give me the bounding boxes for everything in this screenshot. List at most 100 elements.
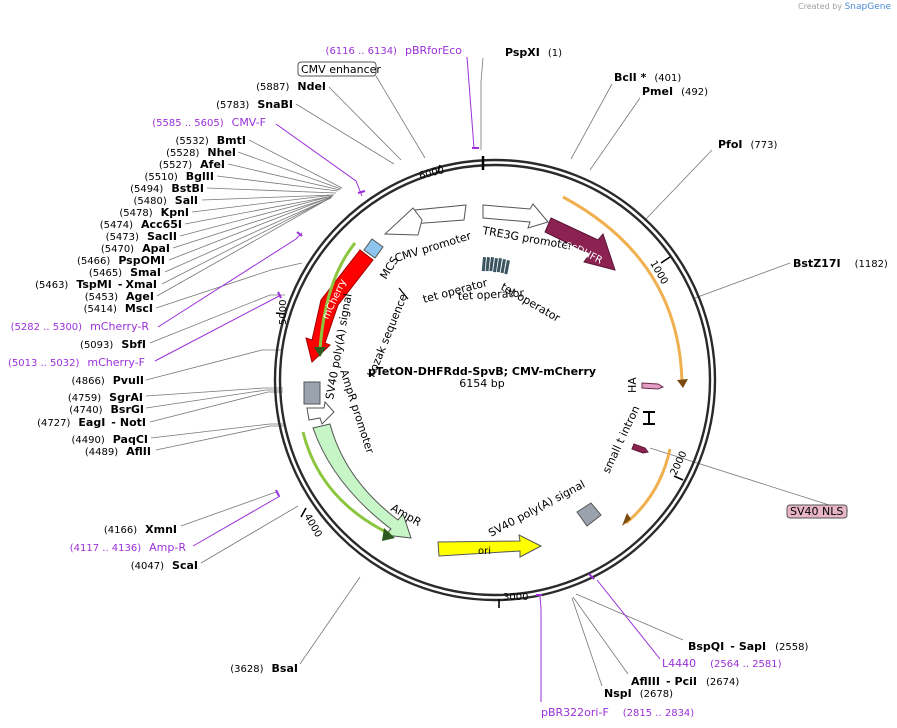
primer-line-mcherry-f: [154, 294, 282, 362]
site-bsrgi: (4740)BsrGI: [69, 403, 144, 416]
sv40-polya-right-box: [576, 502, 602, 527]
brand-prefix: Created by: [798, 2, 843, 11]
tick-2000: [673, 475, 684, 481]
site-nhei: (5528)NheI: [166, 146, 236, 159]
leader-sacii: [179, 195, 333, 237]
leader-sv40-nls: [649, 447, 849, 512]
kozak-mark: [398, 287, 409, 300]
cmv-enhancer-tag: CMV enhancer: [297, 61, 381, 77]
orange-arc-upper: [562, 195, 684, 385]
mcherry-orf-arc: [318, 242, 357, 351]
primer-pbr322ori-f: pBR322ori-F(2815 .. 2834): [541, 706, 694, 719]
leader-xmni: [180, 491, 277, 527]
label-ori: ori: [478, 546, 491, 557]
primer-labels: (6116 .. 6134)pBRforEco (5585 .. 5605)CM…: [8, 44, 782, 719]
backbone-outer: [273, 158, 717, 602]
site-snabi: (5783)SnaBI: [216, 98, 293, 111]
leader-bspqi: [575, 593, 684, 641]
tick-label-4000: 4000: [301, 512, 323, 540]
sv40-polya-left-box: [303, 381, 321, 405]
plasmid-name: pTetON-DHFRdd-SpvB; CMV-mCherry: [368, 365, 596, 378]
site-bstz17i: BstZ17I(1182): [793, 257, 888, 270]
primer-mark-mcherry-r: [296, 231, 303, 237]
label-cmv-enhancer: CMV enhancer: [301, 63, 381, 76]
nls-feature: [631, 443, 649, 454]
tick-label-5000: 5000: [278, 300, 289, 325]
ecdhfr-arrow: [544, 217, 616, 271]
leader-snabi: [295, 103, 395, 165]
primer-line-ampr: [192, 495, 281, 547]
tet-operator-block: [481, 257, 510, 275]
primer-cmvf: (5585 .. 5605)CMV-F: [152, 116, 266, 129]
site-bcli: BclI *(401): [614, 71, 681, 84]
site-pspomi: (5466)PspOMI: [77, 254, 165, 267]
leader-ndei: [328, 86, 402, 161]
backbone: [273, 156, 717, 602]
leader-paqci: [150, 423, 285, 439]
site-labels-right: PspXI(1) BclI *(401) PmeI(492) PfoI(773)…: [505, 46, 888, 700]
leader-pspxi: [480, 57, 484, 150]
site-agei: (5453)AgeI: [85, 290, 154, 303]
site-nspi: NspI(2678): [604, 687, 673, 700]
site-sbfi: (5093)SbfI: [80, 338, 146, 351]
leader-eagi: [149, 391, 283, 423]
site-bglii: (5510)BglII: [145, 170, 214, 183]
site-bspqi: BspQI-SapI(2558): [688, 640, 808, 653]
primer-marks: [275, 147, 595, 596]
cmv-promoter-arrowhead: [383, 207, 423, 236]
site-acc65i: (5474)Acc65I: [100, 218, 182, 231]
primer-line-cmvf: [275, 123, 363, 197]
leader-nspi: [571, 597, 603, 687]
site-sacii: (5473)SacII: [106, 230, 177, 243]
site-pvuii: (4866)PvuII: [71, 374, 144, 387]
site-ndei: (5887)NdeI: [256, 80, 326, 93]
primer-mcherry-f: (5013 .. 5032)mCherry-F: [8, 356, 145, 369]
site-sali: (5480)SalI: [134, 194, 198, 207]
tick-4000: [300, 507, 307, 518]
backbone-inner: [278, 163, 712, 597]
orange-arc-upper-head: [677, 379, 688, 388]
site-apai: (5470)ApaI: [101, 242, 170, 255]
ha-feature: [641, 382, 665, 390]
primer-pbrforeco: (6116 .. 6134)pBRforEco: [326, 44, 463, 57]
leader-bglii: [216, 175, 339, 192]
ampr-orf-arc: [301, 431, 391, 536]
ampr-arrow: [312, 423, 412, 539]
site-smai: (5465)SmaI: [89, 266, 161, 279]
leader-tspmi: [161, 197, 331, 285]
ori-arrow: [437, 534, 543, 558]
primer-mcherry-r: (5282 .. 5300)mCherry-R: [11, 320, 150, 333]
site-labels-left: (3628)BsaI (4047)ScaI (4166)XmnI (4489)A…: [35, 80, 326, 675]
label-sv40-polya-right: SV40 poly(A) signal: [486, 478, 587, 540]
leader-scai: [200, 505, 299, 564]
ampr-orf-arrowhead: [382, 528, 395, 541]
tick-label-2000: 2000: [669, 450, 690, 478]
site-pspxi: PspXI(1): [505, 46, 562, 59]
site-paqci: (4490)PaqCI: [72, 433, 149, 446]
primer-line-pbr322ori-f: [539, 596, 542, 702]
mcherry-orf-arrowhead: [314, 347, 326, 357]
label-ampr-promoter: AmpR promoter: [337, 368, 377, 456]
leader-pfoi: [645, 149, 713, 220]
leader-kpni: [191, 194, 334, 213]
site-aflii: (4489)AflII: [85, 445, 151, 458]
site-xmni: (4166)XmnI: [104, 523, 177, 536]
site-afliii: AflIII-PciI(2674): [631, 675, 739, 688]
site-bstbi: (5494)BstBI: [130, 182, 204, 195]
site-sgrai: (4759)SgrAI: [68, 391, 143, 404]
orange-arc-lower-head: [622, 513, 631, 526]
primer-line-l4440: [596, 579, 661, 660]
label-small-t-intron: small t intron: [600, 404, 643, 476]
primer-l4440: L4440(2564 .. 2581): [662, 657, 782, 670]
leader-bsai: [299, 576, 361, 665]
leader-cmv-enhancer: [375, 75, 426, 159]
primer-mark-mcherry-f: [277, 291, 282, 299]
leader-afei: [227, 163, 341, 191]
site-tspmi: (5463)TspMI-XmaI: [35, 278, 157, 291]
site-pfoi: PfoI(773): [718, 138, 777, 151]
leader-pspomi: [168, 196, 332, 261]
small-t-intron-mark: [643, 411, 655, 425]
orange-arc-lower: [625, 448, 672, 525]
primer-ampr: (4117 .. 4136)Amp-R: [70, 541, 187, 554]
leader-acc65i: [184, 195, 334, 225]
